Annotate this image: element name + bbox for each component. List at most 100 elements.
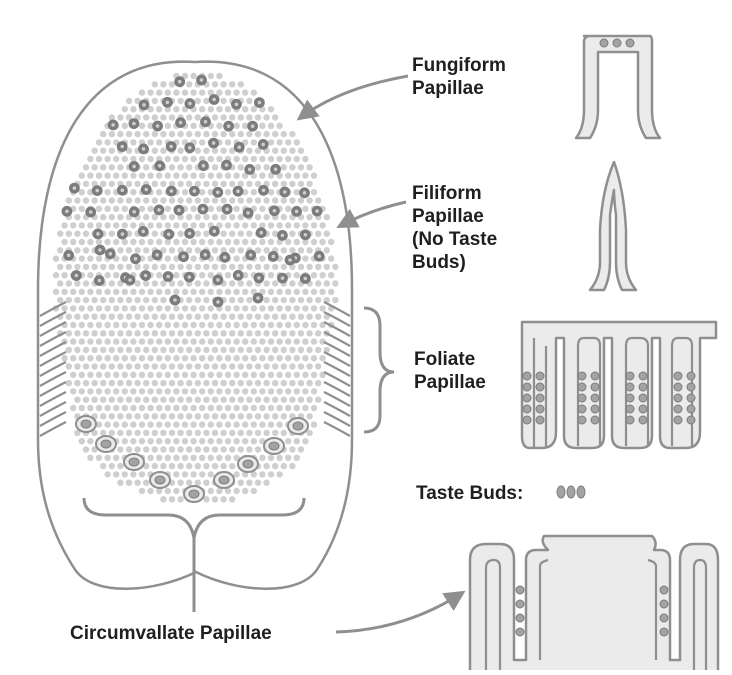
fungiform-dot-center: [250, 124, 255, 128]
filiform-dot: [130, 421, 137, 428]
filiform-dot: [177, 197, 184, 204]
filiform-dot: [199, 438, 206, 445]
filiform-dot: [95, 288, 103, 295]
filiform-dot: [254, 396, 262, 403]
filiform-dot: [229, 197, 236, 204]
fungiform-dot-center: [236, 273, 240, 278]
filiform-dot: [108, 180, 116, 188]
filiform-dot: [95, 238, 103, 246]
filiform-dot: [190, 321, 197, 329]
filiform-dot: [156, 355, 163, 362]
filiform-dot: [113, 421, 120, 428]
filiform-dot: [246, 114, 253, 121]
filiform-dot: [297, 147, 305, 154]
filiform-dot: [297, 197, 305, 204]
filiform-dot: [95, 222, 103, 229]
filiform-dot: [190, 222, 197, 229]
filiform-dot: [134, 247, 141, 254]
filiform-dot: [259, 471, 266, 478]
filiform-dot: [199, 106, 206, 113]
foliate-ridge: [323, 311, 351, 327]
filiform-dot: [246, 346, 253, 354]
taste-bud: [686, 382, 696, 392]
filiform-dot: [220, 130, 227, 138]
filiform-dot: [186, 263, 193, 271]
filiform-dot: [302, 321, 309, 329]
taste-bud: [686, 404, 696, 414]
filiform-dot: [168, 446, 176, 453]
filiform-dot: [78, 404, 86, 412]
filiform-dot: [130, 222, 137, 229]
filiform-dot: [237, 446, 244, 453]
filiform-dot: [297, 446, 305, 453]
filiform-dot: [74, 363, 81, 370]
filiform-dot: [125, 330, 133, 337]
filiform-dot: [190, 255, 197, 262]
filiform-dot: [168, 164, 176, 171]
filiform-dot: [272, 462, 279, 470]
filiform-dot: [156, 172, 163, 179]
filiform-dot: [276, 305, 283, 312]
filiform-dot: [242, 89, 249, 96]
filiform-dot: [125, 263, 133, 271]
taste-bud: [638, 393, 648, 403]
filiform-dot: [87, 272, 94, 279]
filiform-dot: [186, 346, 193, 354]
foliate-ridge: [39, 361, 67, 377]
filiform-dot: [272, 429, 279, 437]
filiform-dot: [151, 230, 158, 237]
filiform-dot: [289, 230, 296, 237]
filiform-dot: [289, 180, 296, 188]
filiform-dot: [285, 454, 292, 461]
filiform-dot: [134, 280, 141, 287]
filiform-dot: [160, 330, 167, 337]
filiform-dot: [151, 296, 158, 304]
filiform-dot: [254, 330, 262, 337]
filiform-dot: [160, 346, 167, 354]
filiform-dot: [285, 404, 292, 412]
filiform-dot: [229, 462, 236, 470]
filiform-dot: [117, 164, 124, 171]
filiform-dot: [310, 404, 318, 412]
filiform-dot: [254, 213, 262, 221]
filiform-dot: [117, 379, 124, 387]
filiform-dot: [293, 272, 300, 279]
filiform-dot: [160, 180, 167, 188]
filiform-dot: [306, 197, 313, 204]
filiform-dot: [186, 313, 193, 320]
filiform-dot: [237, 130, 244, 138]
filiform-dot: [74, 230, 81, 237]
filiform-dot: [203, 330, 210, 337]
filiform-dot: [108, 213, 116, 221]
filiform-dot: [199, 404, 206, 412]
filiform-dot: [173, 404, 180, 412]
filiform-dot: [181, 371, 189, 378]
fungiform-dot-center: [97, 278, 102, 283]
filiform-label-line-2: Papillae: [412, 206, 484, 227]
filiform-dot: [315, 280, 322, 287]
taste-bud-icon: [576, 485, 586, 499]
filiform-dot: [117, 114, 124, 121]
filiform-dot: [297, 313, 305, 320]
filiform-dot: [233, 155, 240, 163]
filiform-dot: [147, 305, 154, 312]
filiform-dot: [315, 396, 322, 403]
filiform-dot: [211, 114, 219, 121]
foliate-ridge: [39, 401, 67, 417]
filiform-dot: [104, 321, 111, 329]
foliate-ridge: [39, 421, 67, 437]
filiform-dot: [220, 446, 227, 453]
filiform-dot: [323, 213, 330, 221]
filiform-dot: [259, 421, 266, 428]
taste-bud-icon: [612, 38, 622, 48]
fungiform-dot-center: [261, 188, 266, 193]
filiform-dot: [302, 404, 309, 412]
filiform-dot: [151, 396, 158, 403]
filiform-dot: [147, 288, 154, 295]
fungiform-cross-section: [574, 34, 662, 140]
filiform-dot: [242, 189, 249, 196]
filiform-dot: [254, 479, 262, 486]
filiform-dot: [173, 355, 180, 362]
filiform-dot: [82, 230, 90, 237]
filiform-dot: [173, 155, 180, 163]
